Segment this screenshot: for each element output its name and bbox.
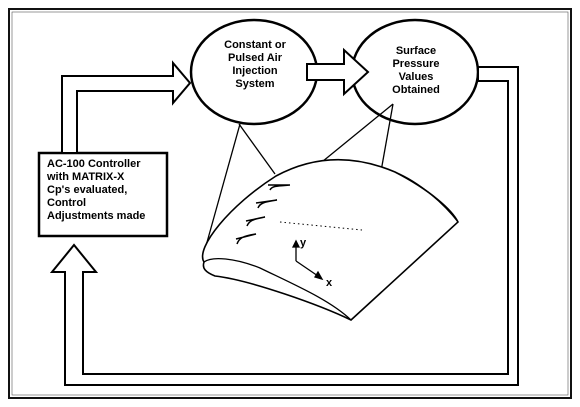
pressure-label: Surface Pressure Values Obtained <box>378 45 454 97</box>
pressure-line-2: Pressure <box>392 58 440 70</box>
controller-box <box>37 151 169 238</box>
controller-line-3: Cp's evaluated, <box>47 184 128 196</box>
injection-line-2: Pulsed Air <box>228 52 282 64</box>
injection-line-3: Injection <box>232 65 278 77</box>
injection-label: Constant or Pulsed Air Injection System <box>212 39 298 91</box>
leader-injection-right <box>238 123 276 175</box>
leader-injection-left <box>203 123 241 254</box>
arrow-controller-to-injection <box>61 60 192 154</box>
injection-line-1: Constant or <box>224 39 286 51</box>
controller-label: AC-100 Controller with MATRIX-X Cp's eva… <box>47 158 169 223</box>
pressure-line-1: Surface <box>395 45 437 57</box>
controller-line-5: Adjustments made <box>47 210 146 222</box>
y-axis-label: y <box>300 237 307 249</box>
injection-jets <box>235 184 291 245</box>
coordinate-axes <box>291 239 324 281</box>
controller-line-2: with MATRIX-X <box>47 171 125 183</box>
pressure-tap-line <box>279 221 363 231</box>
pressure-line-3: Values <box>398 71 434 83</box>
arrow-injection-to-pressure <box>306 47 370 97</box>
controller-line-1: AC-100 Controller <box>47 158 141 170</box>
wing-airfoil <box>201 158 459 321</box>
outer-frame <box>8 8 572 399</box>
controller-line-4: Control <box>47 197 87 209</box>
pressure-line-4: Obtained <box>392 84 440 96</box>
x-axis-label: x <box>326 277 333 289</box>
inner-frame <box>11 11 569 396</box>
arrow-return-loop <box>49 66 519 386</box>
injection-line-4: System <box>235 78 275 90</box>
